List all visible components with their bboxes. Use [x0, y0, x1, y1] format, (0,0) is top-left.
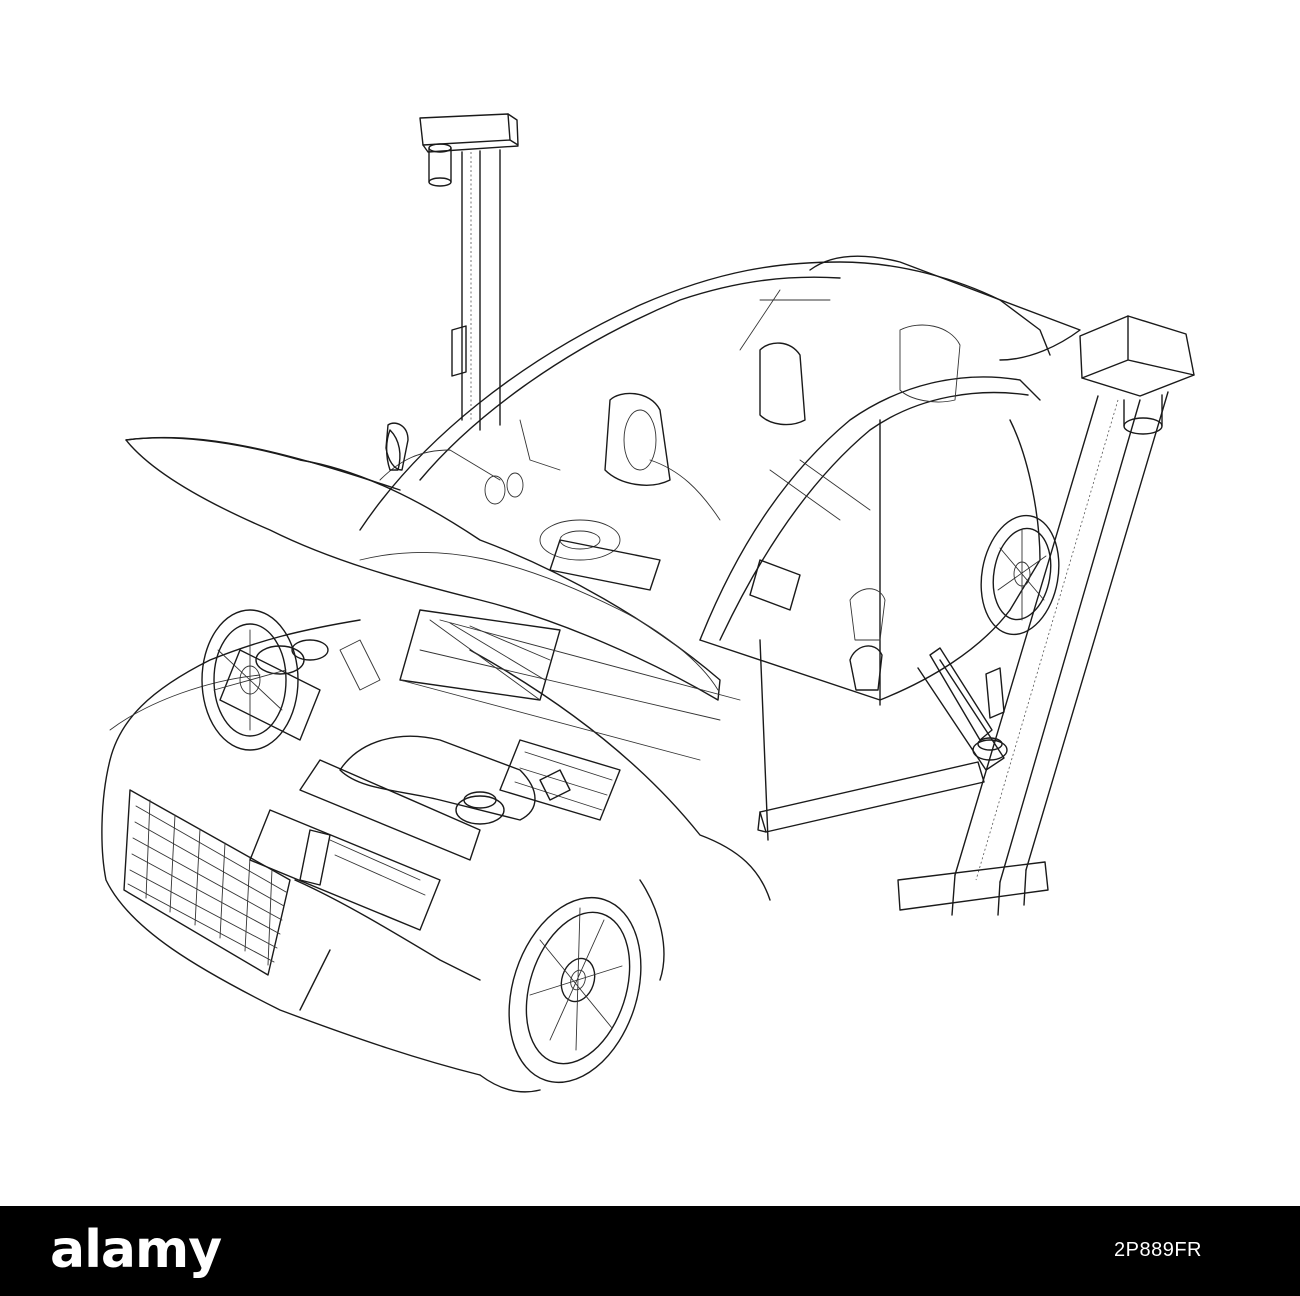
image-id-label: 2P889FR — [1114, 1239, 1202, 1261]
alamy-logo: alamy — [50, 1220, 222, 1280]
car-body — [101, 255, 1081, 1093]
front-lift-post — [897, 315, 1195, 916]
watermark-bar: alamy 2P889FR — [0, 1206, 1300, 1296]
rear-right-wheel — [980, 514, 1060, 636]
engine-bay — [219, 639, 571, 931]
side-mirrors — [385, 422, 883, 691]
front-left-wheel — [201, 609, 299, 751]
front-right-wheel — [508, 896, 642, 1084]
open-hood — [125, 429, 721, 701]
battery-floor — [399, 539, 801, 821]
rear-lift-post — [419, 113, 519, 431]
lift-arms — [757, 647, 1008, 833]
wireframe-illustration — [101, 113, 1195, 1093]
